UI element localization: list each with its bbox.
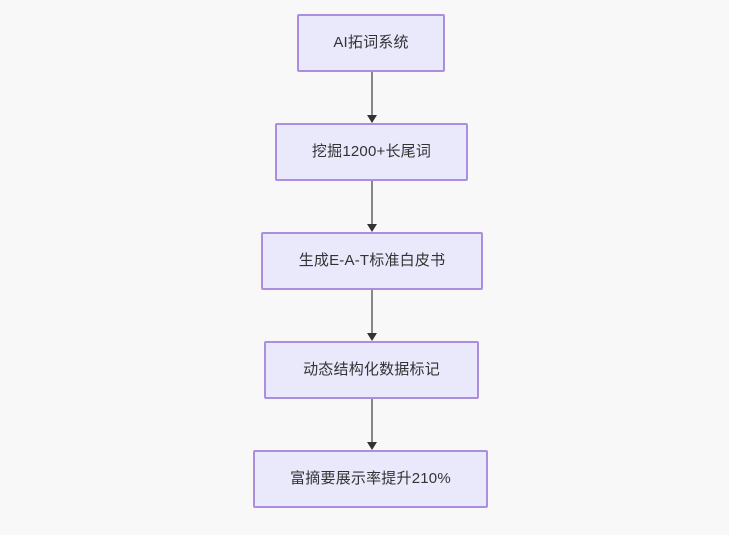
edge-line bbox=[371, 290, 373, 334]
edge-line bbox=[371, 399, 373, 443]
arrowhead-icon bbox=[367, 333, 377, 341]
flow-node-dynamic-structured-data-markup[interactable]: 动态结构化数据标记 bbox=[264, 341, 479, 399]
edge-line bbox=[371, 72, 373, 116]
flow-node-label: 动态结构化数据标记 bbox=[303, 361, 440, 378]
flow-node-label: 富摘要展示率提升210% bbox=[290, 470, 451, 487]
arrowhead-icon bbox=[367, 115, 377, 123]
flow-node-mine-longtail-keywords[interactable]: 挖掘1200+长尾词 bbox=[275, 123, 468, 181]
flow-node-rich-snippet-impression-lift[interactable]: 富摘要展示率提升210% bbox=[253, 450, 488, 508]
arrowhead-icon bbox=[367, 224, 377, 232]
flow-node-generate-eat-whitepaper[interactable]: 生成E-A-T标准白皮书 bbox=[261, 232, 483, 290]
flow-node-label: AI拓词系统 bbox=[333, 34, 409, 51]
flow-node-label: 挖掘1200+长尾词 bbox=[311, 143, 432, 160]
edge-line bbox=[371, 181, 373, 225]
flow-node-label: 生成E-A-T标准白皮书 bbox=[298, 252, 446, 269]
flow-node-ai-keyword-system[interactable]: AI拓词系统 bbox=[297, 14, 445, 72]
arrowhead-icon bbox=[367, 442, 377, 450]
